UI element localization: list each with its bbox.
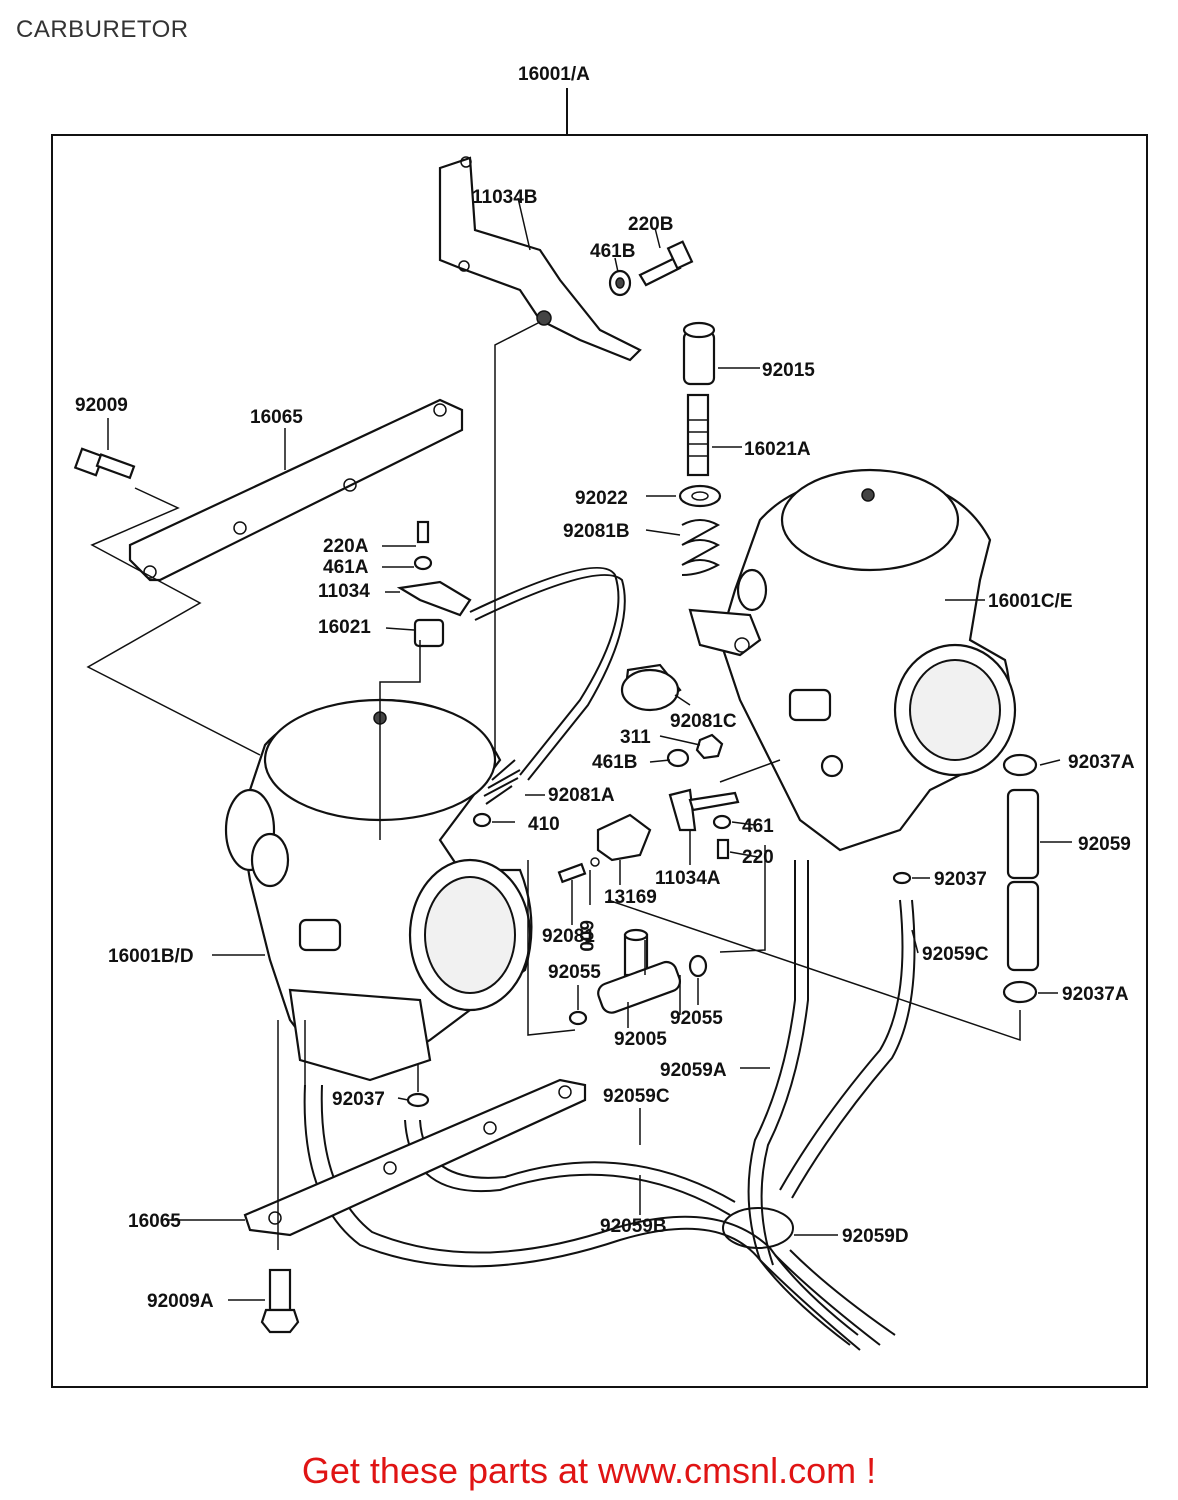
callout-220: 220 [742, 847, 774, 868]
callout-220B: 220B [628, 214, 673, 235]
callout-92081: 92081 [542, 926, 595, 947]
bracket-11034A [668, 788, 740, 832]
clamp-92037A-top [1002, 753, 1038, 777]
callout-92059: 92059 [1078, 834, 1131, 855]
callout-92081B: 92081B [563, 521, 630, 542]
diagram-frame [51, 134, 1148, 1388]
callout-92059C-right: 92059C [922, 944, 989, 965]
rail-16065-top [128, 398, 464, 582]
bracket-11034 [396, 580, 472, 617]
bracket-11034B [438, 156, 642, 362]
callout-11034: 11034 [318, 581, 370, 602]
plate-13169 [596, 813, 652, 862]
callout-92037-right: 92037 [934, 869, 987, 890]
screw-220A [416, 520, 430, 544]
callout-92015: 92015 [762, 360, 815, 381]
callout-16001BD: 16001B/D [108, 946, 194, 967]
screw-16021A [686, 393, 710, 477]
callout-461B-top: 461B [590, 241, 635, 262]
clamp-92037A-bottom [1002, 980, 1038, 1004]
callout-92059A: 92059A [660, 1060, 727, 1081]
callout-16065-bottom: 16065 [128, 1211, 181, 1232]
callout-92037A-top: 92037A [1068, 752, 1135, 773]
callout-92059D: 92059D [842, 1226, 909, 1247]
callout-461A: 461A [323, 557, 369, 578]
adjuster-16021 [413, 618, 445, 648]
callout-92022: 92022 [575, 488, 628, 509]
callout-92005: 92005 [614, 1029, 667, 1050]
bolt-220B [638, 240, 694, 287]
callout-461B-mid: 461B [592, 752, 637, 773]
clip-92037-right [892, 871, 912, 885]
callout-311: 311 [620, 727, 651, 748]
hose-92059A [747, 860, 796, 1261]
callout-13169: 13169 [604, 887, 657, 908]
callout-92009A: 92009A [147, 1291, 214, 1312]
hose-92059B [303, 1084, 851, 1346]
washer-461 [712, 814, 732, 830]
callout-92059C-mid: 92059C [603, 1086, 670, 1107]
callout-16001A: 16001/A [518, 64, 590, 85]
washer-410 [472, 812, 492, 828]
clip-92037-left [406, 1092, 430, 1108]
nut-311 [695, 733, 724, 760]
bolt-92009A [260, 1268, 300, 1334]
callout-16065-top: 16065 [250, 407, 303, 428]
hose-92059C-right [779, 899, 904, 1191]
callout-92055-left: 92055 [548, 962, 601, 983]
washer-92055-right [688, 954, 708, 978]
callout-11034B: 11034B [472, 187, 538, 208]
washer-461B-mid [666, 748, 690, 768]
callout-92055-right: 92055 [670, 1008, 723, 1029]
callout-92059B: 92059B [600, 1216, 667, 1237]
callout-16001CE: 16001C/E [988, 591, 1073, 612]
bolt-92009 [73, 447, 136, 480]
washer-461B-top [608, 269, 632, 297]
callout-16021A: 16021A [744, 439, 811, 460]
carburetor-16001CE [718, 468, 1017, 852]
callout-600: 600 [575, 920, 596, 952]
boot-92081C [620, 663, 682, 712]
cap-92015 [682, 321, 716, 386]
screw-220 [716, 838, 730, 860]
callout-11034A: 11034A [655, 868, 721, 889]
fitting-92005 [597, 928, 682, 1014]
screw-92081 [557, 862, 587, 884]
rail-16065-bottom [243, 1078, 587, 1237]
spring-92081B [681, 519, 721, 576]
callout-92081C: 92081C [670, 711, 737, 732]
page-title: CARBURETOR [16, 16, 189, 43]
callout-92081A: 92081A [548, 785, 615, 806]
carburetor-16001BD [224, 698, 533, 1082]
spring-92081A [483, 759, 521, 805]
washer-92022 [678, 484, 722, 508]
callout-92037A-bottom: 92037A [1062, 984, 1129, 1005]
washer-600 [590, 857, 600, 867]
callout-92037-left: 92037 [332, 1089, 385, 1110]
callout-16021: 16021 [318, 617, 371, 638]
hose-92059-bottom [1006, 880, 1040, 972]
callout-410: 410 [528, 814, 560, 835]
choke-lever-92081C-area [688, 608, 762, 657]
footer-cta-link[interactable]: Get these parts at www.cmsnl.com ! [301, 1450, 877, 1491]
callout-92009: 92009 [75, 395, 128, 416]
hose-clamp-92059D [722, 1207, 794, 1249]
leader-lines [107, 197, 1072, 1301]
callout-220A: 220A [323, 536, 369, 557]
washer-92055-left [568, 1010, 588, 1026]
hose-92059-top [1006, 788, 1040, 880]
callout-461: 461 [742, 816, 774, 837]
washer-461A [413, 555, 433, 571]
throttle-cable [469, 566, 620, 776]
